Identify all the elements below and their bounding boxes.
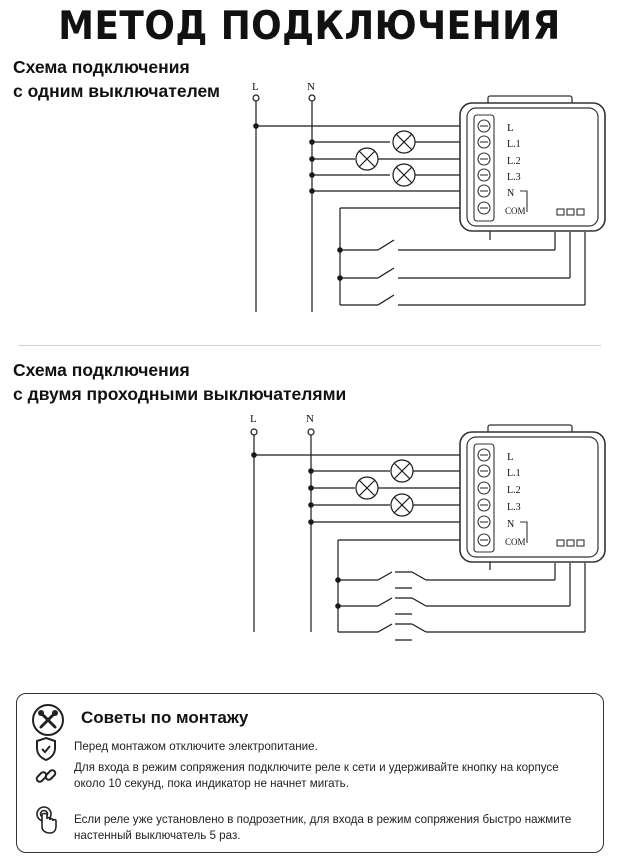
tip-item-1: Перед монтажом отключите электропитание. — [74, 740, 318, 753]
terminal-n-label: N — [507, 519, 514, 530]
section1-title-line2: с одним выключателем — [13, 81, 220, 101]
terminal-l-label: L — [507, 451, 514, 463]
terminal-l1-label: L.1 — [507, 139, 521, 150]
n-terminal-1 — [308, 94, 316, 102]
installation-tips-panel: Советы по монтажу Перед монтажом отключи… — [16, 693, 604, 853]
n-label-2: N — [306, 413, 314, 425]
touch-hand-icon — [36, 806, 57, 834]
l-terminal-1 — [252, 94, 260, 102]
terminal-l-label: L — [507, 122, 514, 134]
l-label-2: L — [250, 413, 257, 425]
tip-item-3: Если реле уже установлено в подрозетник,… — [74, 813, 572, 842]
link-icon — [35, 769, 57, 783]
page-title: МЕТОД ПОДКЛЮЧЕНИЯ — [58, 4, 561, 49]
relay-module-2: L L.1 L.2 L.3 N COM — [459, 424, 606, 563]
terminal-l3-label: L.3 — [507, 502, 521, 513]
tip-item-2: Для входа в режим сопряжения подключите … — [74, 761, 559, 790]
section2-title: Схема подключения с двумя проходными вык… — [13, 358, 346, 406]
n-label-1: N — [307, 81, 315, 93]
tips-title: Советы по монтажу — [81, 708, 249, 727]
shield-check-icon — [36, 736, 56, 762]
section2-title-line1: Схема подключения — [13, 360, 190, 380]
section1-title-line1: Схема подключения — [13, 57, 190, 77]
terminal-l2-label: L.2 — [507, 156, 521, 167]
terminal-l1-label: L.1 — [507, 468, 521, 479]
terminal-com-label: COM — [505, 537, 526, 547]
relay-module-1: L L.1 L.2 L.3 N COM — [459, 95, 606, 232]
terminal-l3-label: L.3 — [507, 172, 521, 183]
l-label-1: L — [252, 81, 259, 93]
terminal-com-label: COM — [505, 206, 526, 216]
section2-title-line2: с двумя проходными выключателями — [13, 384, 347, 404]
tools-icon — [32, 704, 64, 736]
terminal-l2-label: L.2 — [507, 485, 521, 496]
terminal-n-label: N — [507, 188, 514, 199]
section-divider — [18, 345, 601, 346]
section1-title: Схема подключения с одним выключателем — [13, 55, 220, 103]
